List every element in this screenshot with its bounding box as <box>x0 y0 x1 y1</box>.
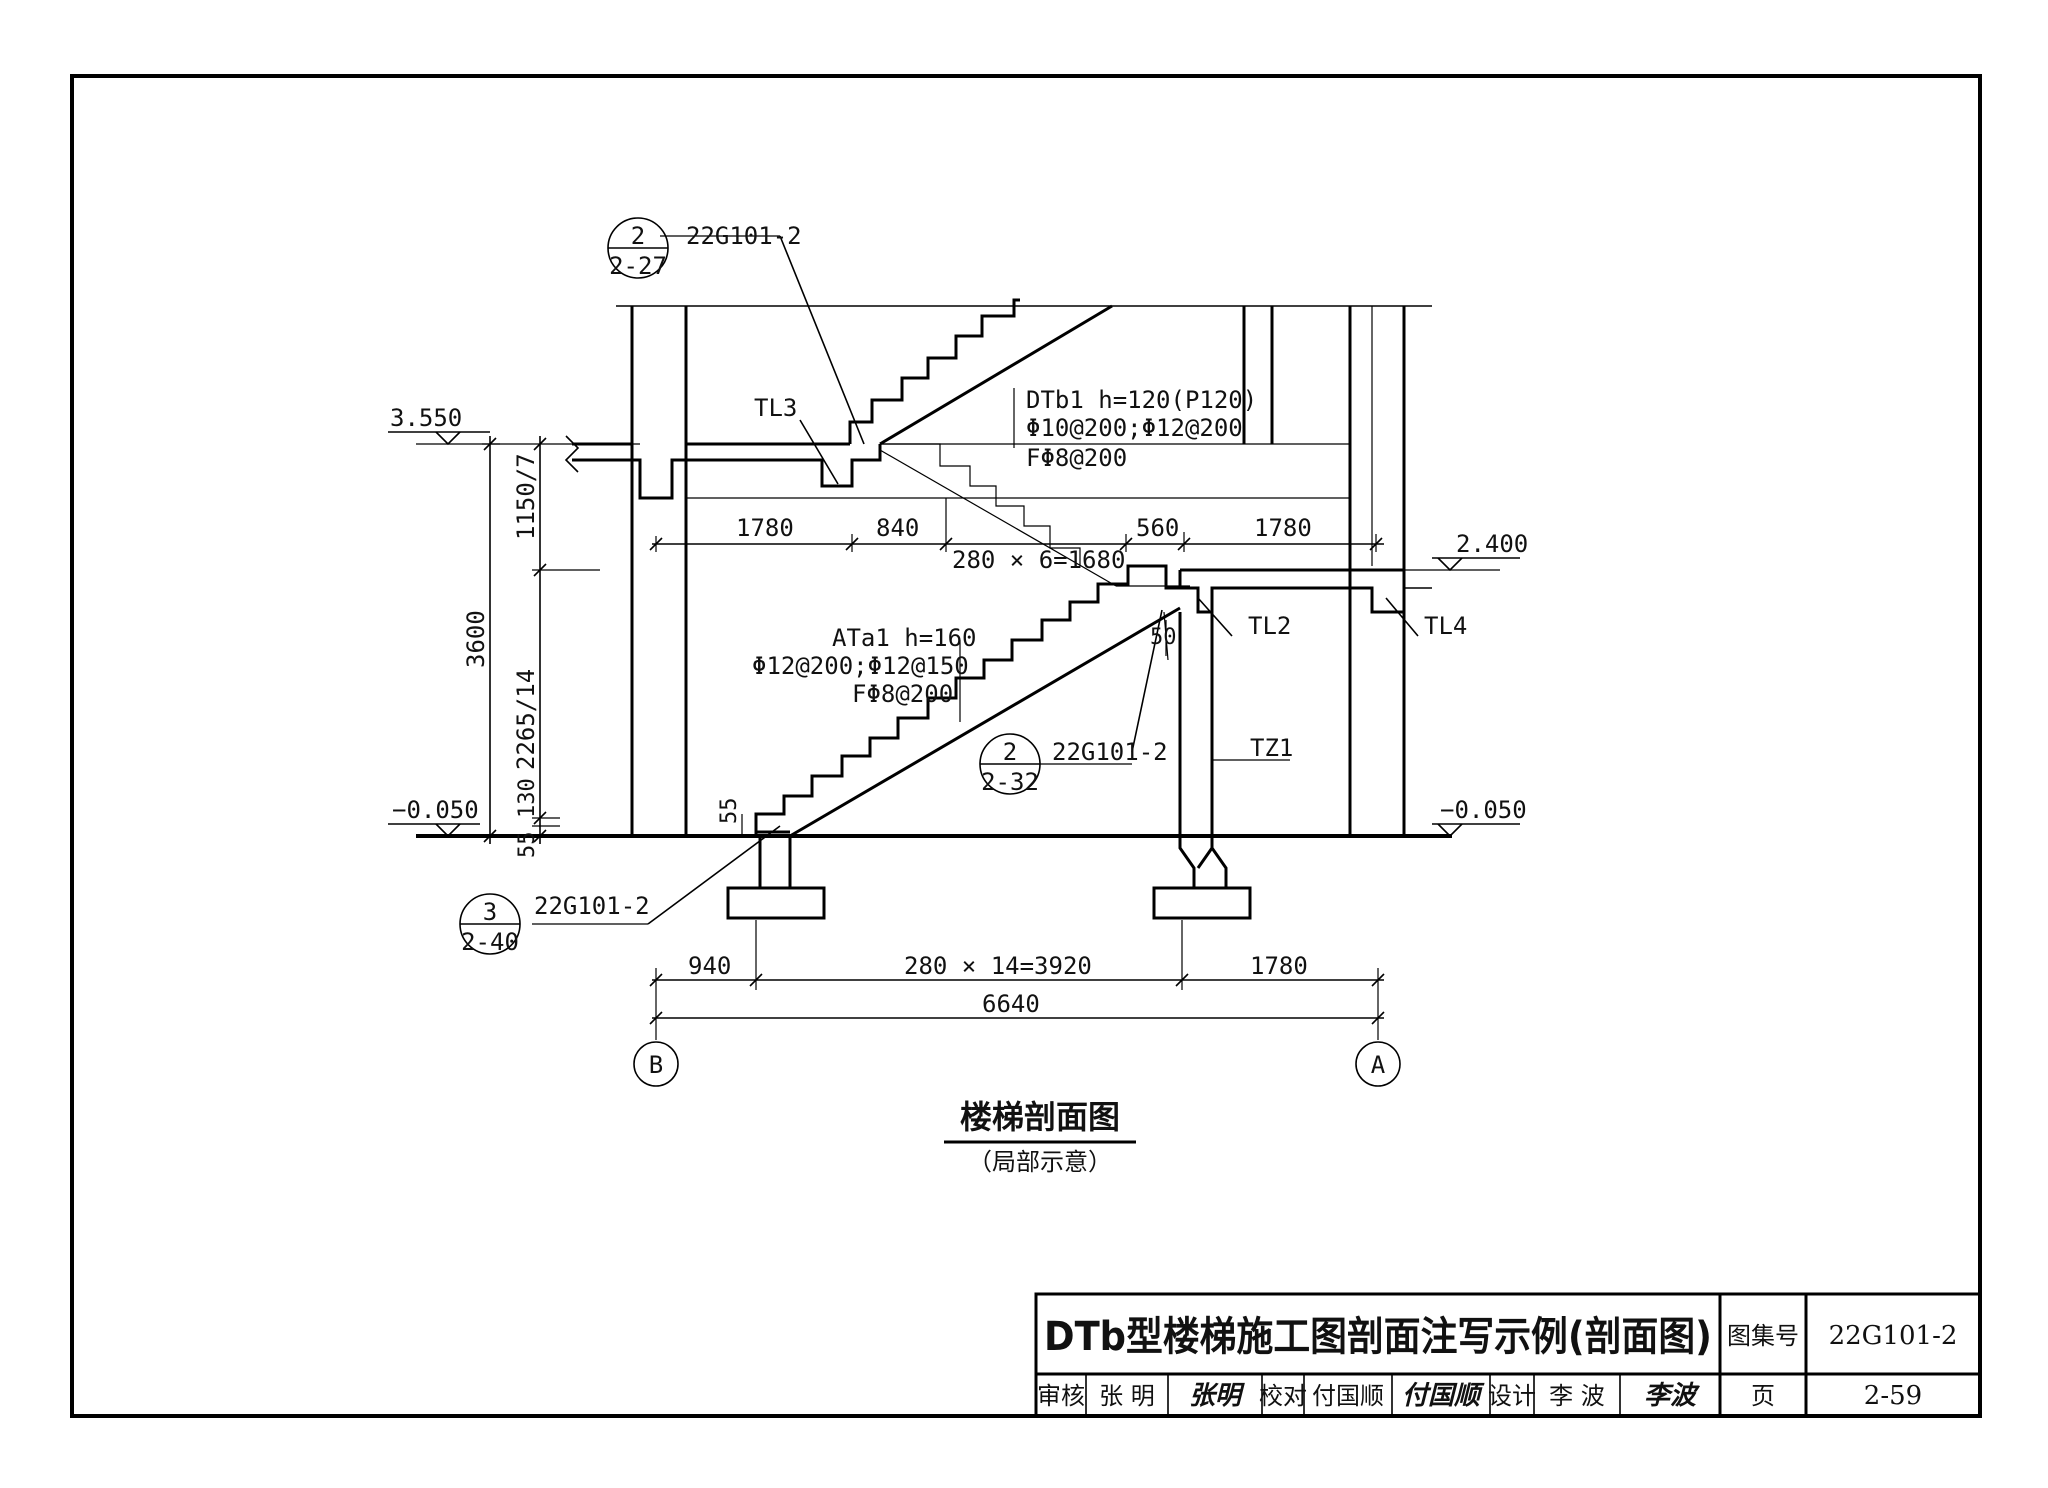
label-tl2: TL2 <box>1248 612 1291 640</box>
dim-bottom-steps: 280 × 14=3920 <box>904 952 1092 980</box>
page-label: 页 <box>1751 1382 1775 1410</box>
dim-upper-1780-left: 1780 <box>736 514 794 542</box>
dim-1150-7: 1150/7 <box>512 453 540 540</box>
callout-2-32: 2 2-32 22G101-2 <box>979 733 1168 796</box>
checker-signature: 付国顺 <box>1402 1381 1485 1411</box>
designer-signature: 李波 <box>1644 1381 1701 1411</box>
upper-slab <box>564 435 1350 500</box>
dim-55-bottom: 55 <box>515 832 540 859</box>
dtb1-line3: FΦ8@200 <box>1026 444 1127 472</box>
reviewer-name: 张 明 <box>1099 1382 1155 1410</box>
dim-50: 50 <box>1150 625 1177 650</box>
dim-bottom-940: 940 <box>688 952 731 980</box>
designer-name: 李 波 <box>1549 1382 1605 1410</box>
svg-text:B: B <box>649 1051 663 1079</box>
atlas-label: 图集号 <box>1727 1322 1799 1350</box>
svg-text:22G101-2: 22G101-2 <box>534 892 650 920</box>
elevation-bottom-right: −0.050 <box>1440 796 1527 824</box>
reviewer-signature: 张明 <box>1189 1381 1245 1411</box>
svg-text:2-32: 2-32 <box>981 768 1039 796</box>
column-tz1 <box>1152 612 1252 920</box>
check-label: 校对 <box>1259 1382 1307 1410</box>
dtb1-line1: DTb1 h=120(P120) <box>1026 386 1257 414</box>
dim-55-step: 55 <box>717 798 742 825</box>
elevation-marks <box>388 431 1520 838</box>
dim-upper-1780-right: 1780 <box>1254 514 1312 542</box>
footing-left <box>726 836 826 920</box>
title-block-title: DTb型楼梯施工图剖面注写示例(剖面图) <box>1044 1314 1712 1360</box>
svg-text:2-40: 2-40 <box>461 928 519 956</box>
label-tl4: TL4 <box>1424 612 1467 640</box>
hidden-flight <box>879 443 1190 587</box>
drawing-frame <box>70 74 1982 1418</box>
design-label: 设计 <box>1488 1382 1536 1410</box>
title-block <box>1034 1292 1982 1418</box>
label-tl3: TL3 <box>754 394 797 422</box>
lower-flight <box>754 564 1181 838</box>
dim-3600: 3600 <box>462 610 490 668</box>
elevation-2400: 2.400 <box>1456 530 1528 558</box>
svg-text:22G101-2: 22G101-2 <box>686 222 802 250</box>
dim-upper-840: 840 <box>876 514 919 542</box>
middle-landing <box>1178 568 1432 614</box>
axis-b: B <box>633 1041 679 1087</box>
dim-upper-560: 560 <box>1136 514 1179 542</box>
dtb1-line2: Φ10@200;Φ12@200 <box>1026 414 1243 442</box>
svg-text:22G101-2: 22G101-2 <box>1052 738 1168 766</box>
dim-bottom-6640: 6640 <box>982 990 1040 1018</box>
checker-name: 付国顺 <box>1312 1382 1384 1410</box>
svg-text:3: 3 <box>483 898 497 926</box>
svg-text:2-27: 2-27 <box>609 252 667 280</box>
elevation-3550: 3.550 <box>390 404 462 432</box>
axis-a: A <box>1355 1041 1401 1087</box>
label-tz1: TZ1 <box>1250 734 1293 762</box>
callout-2-40: 3 2-40 22G101-2 <box>459 892 650 956</box>
drawing-title: 楼梯剖面图 <box>960 1098 1120 1136</box>
ata1-line1: ATa1 h=160 <box>832 624 977 652</box>
ata1-line2: Φ12@200;Φ12@150 <box>752 652 969 680</box>
dim-130: 130 <box>515 778 540 818</box>
svg-text:2: 2 <box>1003 738 1017 766</box>
elevation-bottom-left: −0.050 <box>392 796 479 824</box>
svg-text:2: 2 <box>631 222 645 250</box>
leaders <box>532 235 1419 925</box>
dim-2265-14: 2265/14 <box>512 669 540 770</box>
callout-2-27: 2 2-27 22G101-2 <box>607 217 802 280</box>
dim-upper-steps: 280 × 6=1680 <box>952 546 1125 574</box>
review-label: 审核 <box>1037 1382 1085 1410</box>
atlas-number: 22G101-2 <box>1829 1321 1958 1351</box>
dimension-lines <box>482 436 1385 1040</box>
upper-flight <box>848 298 1113 446</box>
page-number: 2-59 <box>1864 1381 1922 1411</box>
svg-text:A: A <box>1371 1051 1386 1079</box>
dim-bottom-1780: 1780 <box>1250 952 1308 980</box>
drawing-subtitle: （局部示意） <box>968 1148 1112 1176</box>
ata1-line3: FΦ8@200 <box>852 680 953 708</box>
